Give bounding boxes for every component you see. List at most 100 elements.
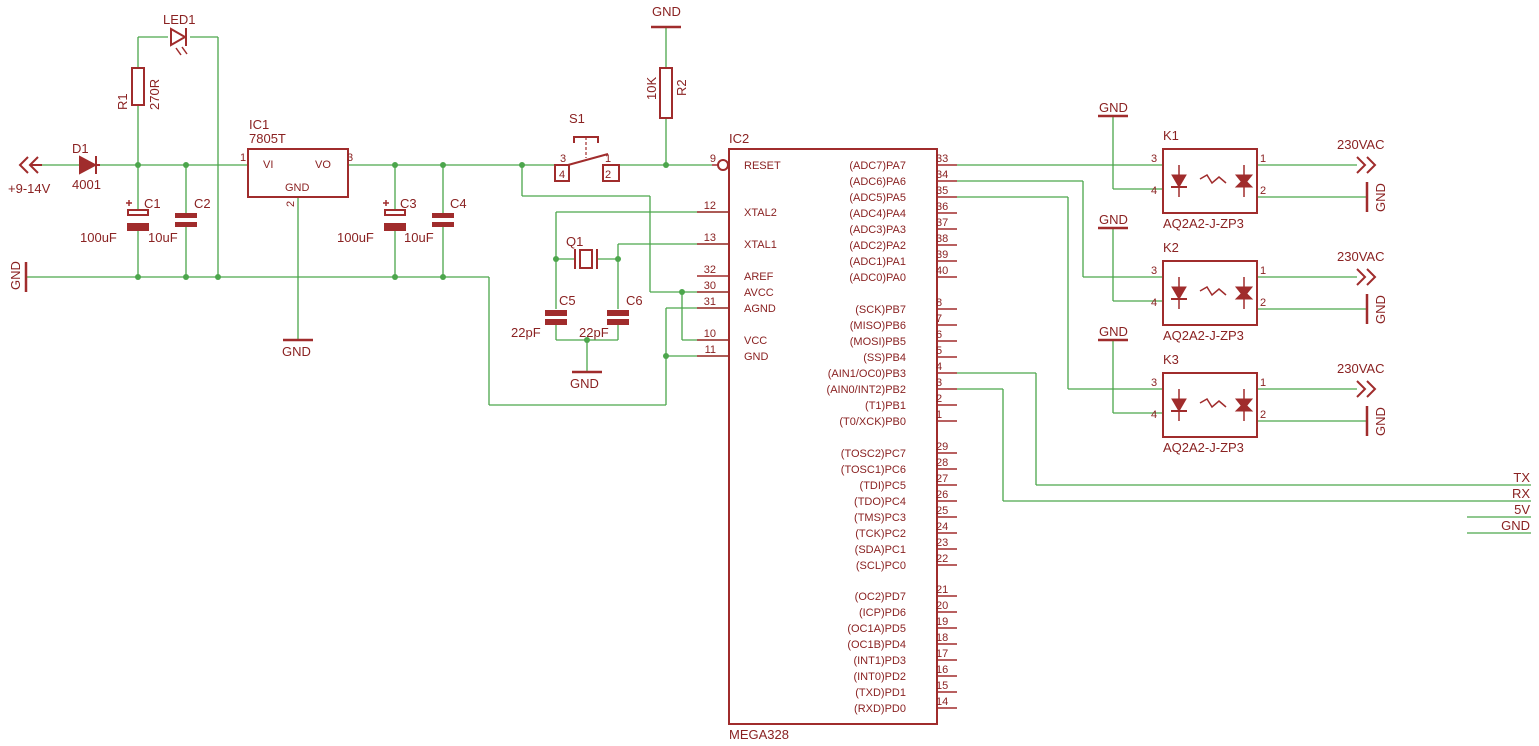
ic2-pin-number: 33 — [936, 153, 948, 165]
k1-name: K1 — [1163, 128, 1179, 143]
capacitor-c1 — [126, 200, 149, 231]
regulator-ic1 — [247, 148, 349, 198]
s1-name: S1 — [569, 111, 585, 126]
ic2-value: MEGA328 — [729, 727, 789, 742]
relay-body — [1162, 372, 1258, 438]
ic2-pin-name: (ADC7)PA7 — [849, 160, 906, 172]
ic2-pin-name: (ADC0)PA0 — [849, 272, 906, 284]
c6-value: 22pF — [579, 325, 609, 340]
s1-pin-1: 1 — [605, 153, 611, 165]
ic2-pin-name: (SCK)PB7 — [855, 304, 906, 316]
ac-k2-label: 230VAC — [1337, 249, 1384, 264]
power-input-connector — [18, 156, 42, 174]
ic2-pin-name: (OC1B)PD4 — [847, 639, 906, 651]
relay-pin-number: 1 — [1260, 377, 1266, 389]
ic2-pin-number: 17 — [936, 648, 948, 660]
relay-light-icon — [1199, 397, 1227, 409]
ac-arrow-k2 — [1356, 268, 1377, 286]
ic2-pin-number: 30 — [704, 280, 716, 292]
junction-dot — [215, 274, 221, 280]
crystal-q1 — [574, 249, 598, 269]
relay-pin-number: 1 — [1260, 153, 1266, 165]
ic2-pin-name: (SS)PB4 — [863, 352, 906, 364]
s1-pin-2: 2 — [605, 169, 611, 181]
ic2-name: IC2 — [729, 131, 749, 146]
led1-name: LED1 — [163, 12, 196, 27]
ic1-gnd: GND — [285, 182, 310, 194]
ic1-pin-1: 1 — [240, 152, 246, 164]
ic2-pin-name: (SDA)PC1 — [855, 544, 906, 556]
ic2-pin-number: 23 — [936, 537, 948, 549]
capacitor-c3 — [383, 200, 406, 231]
ic2-pin-name: (ADC4)PA4 — [849, 208, 906, 220]
ic2-pin-number: 40 — [936, 265, 948, 277]
ic2-pin-number: 25 — [936, 505, 948, 517]
reset-inversion-bubble — [717, 159, 729, 171]
ic2-pin-number: 13 — [704, 232, 716, 244]
ic1-vo: VO — [315, 159, 331, 171]
ic2-pin-name: (T0/XCK)PB0 — [839, 416, 906, 428]
gnd-k1-label: GND — [1099, 100, 1128, 115]
ic2-pin-name: (TCK)PC2 — [855, 528, 906, 540]
gnd-k2-out-label: GND — [1373, 295, 1388, 324]
ic2-pin-name: (ADC5)PA5 — [849, 192, 906, 204]
ic2-pin-number: 2 — [936, 393, 942, 405]
ic2-pin-number: 22 — [936, 553, 948, 565]
led-led1 — [170, 27, 188, 56]
ac-k1-label: 230VAC — [1337, 137, 1384, 152]
relay-pin-number: 3 — [1151, 265, 1157, 277]
ic2-pin-number: 20 — [936, 600, 948, 612]
ic2-pin-name: AVCC — [744, 287, 774, 299]
diode-d1 — [79, 155, 100, 175]
gnd-crystal-label: GND — [570, 376, 599, 391]
ac-arrow-k1 — [1356, 156, 1377, 174]
ic2-pin-name: (ADC2)PA2 — [849, 240, 906, 252]
ic2-pin-number: 31 — [704, 296, 716, 308]
ic2-pin-name: (MISO)PB6 — [850, 320, 906, 332]
capacitor-c5 — [545, 310, 567, 325]
ic2-pin-name: (ADC1)PA1 — [849, 256, 906, 268]
ic2-pins: 9RESET12XTAL213XTAL132AREF30AVCC31AGND10… — [697, 153, 957, 715]
relay-led-icon — [1171, 398, 1187, 412]
k1-value: AQ2A2-J-ZP3 — [1163, 216, 1244, 231]
c6-name: C6 — [626, 293, 643, 308]
ic2-pin-name: (TOSC2)PC7 — [841, 448, 906, 460]
ic1-pin-2: 2 — [285, 201, 297, 207]
ic2-pin-number: 27 — [936, 473, 948, 485]
ic2-pin-name: (TXD)PD1 — [855, 687, 906, 699]
ic2-pin-name: GND — [744, 351, 769, 363]
input-voltage-label: +9-14V — [8, 181, 51, 196]
ic2-pin-number: 19 — [936, 616, 948, 628]
gnd-ic1-label: GND — [282, 344, 311, 359]
ic2-pin-number: 38 — [936, 233, 948, 245]
ic2-pin-number: 29 — [936, 441, 948, 453]
ic2-pin-name: AGND — [744, 303, 776, 315]
relay-pin-number: 4 — [1151, 409, 1157, 421]
gnd-k3-out-label: GND — [1373, 407, 1388, 436]
c2-name: C2 — [194, 196, 211, 211]
junctions — [135, 162, 685, 359]
junction-dot — [135, 274, 141, 280]
c3-name: C3 — [400, 196, 417, 211]
relay-triac-icon — [1234, 178, 1254, 188]
q1-name: Q1 — [566, 234, 583, 249]
ic2-pin-number: 8 — [936, 297, 942, 309]
junction-dot — [183, 162, 189, 168]
c1-value: 100uF — [80, 230, 117, 245]
ic2-pin-number: 28 — [936, 457, 948, 469]
relay-pin-number: 2 — [1260, 297, 1266, 309]
capacitor-c4 — [432, 213, 454, 227]
ic1-value: 7805T — [249, 131, 286, 146]
gnd-k1-out-label: GND — [1373, 183, 1388, 212]
ic2-pin-number: 39 — [936, 249, 948, 261]
ic2-pin-number: 32 — [704, 264, 716, 276]
relay-pin-number: 2 — [1260, 185, 1266, 197]
ic2-pin-name: XTAL1 — [744, 239, 777, 251]
ic2-pin-number: 34 — [936, 169, 948, 181]
capacitor-c6 — [607, 310, 629, 325]
c5-value: 22pF — [511, 325, 541, 340]
ic1-name: IC1 — [249, 117, 269, 132]
junction-dot — [679, 289, 685, 295]
